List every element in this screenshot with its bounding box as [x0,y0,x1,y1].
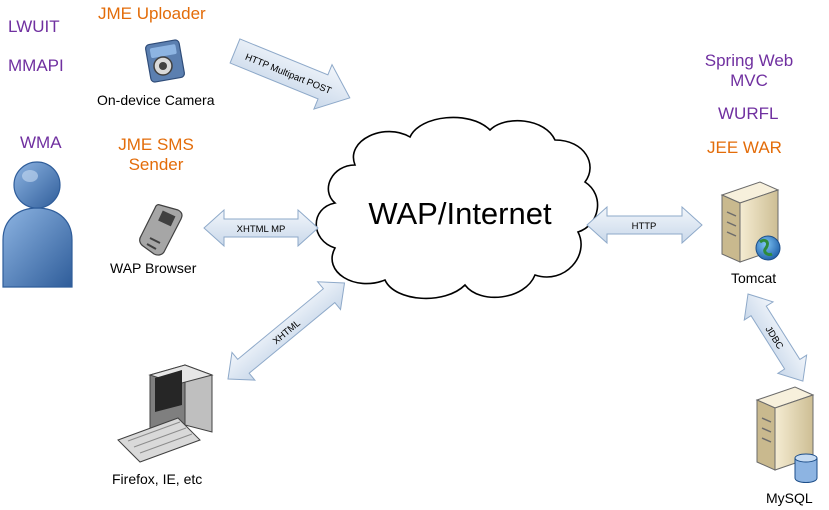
arrow-http-multipart: HTTP Multipart POST [229,38,351,110]
label-on-device-camera: On-device Camera [97,92,215,108]
arrow-http: HTTP [586,205,703,245]
camera-icon [144,39,186,83]
globe-icon [755,235,781,261]
arrow-xhtml: XHTML [227,281,346,381]
arrow-label-xhtml-mp: XHTML MP [237,224,286,235]
phone-icon [139,204,183,256]
cloud-label-wap-internet: WAP/Internet [368,196,552,231]
label-spring-line1: Spring Web [704,51,794,70]
label-wurfl: WURFL [718,104,779,123]
database-icon [794,453,818,483]
label-spring-web-mvc: Spring Web MVC [690,51,808,91]
label-mmapi: MMAPI [8,56,64,75]
label-wap-browser: WAP Browser [110,260,197,276]
arrow-jdbc: JDBC [743,293,808,382]
label-jme-sms-sender-line2: Sender [128,155,184,174]
label-jee-war: JEE WAR [707,138,782,157]
arrow-label-http: HTTP [632,221,657,232]
label-jme-sms-sender: JME SMS Sender [108,135,204,175]
label-firefox-ie: Firefox, IE, etc [112,471,203,487]
person-icon [2,161,73,288]
desktop-computer-icon [117,364,214,463]
label-tomcat: Tomcat [731,270,777,286]
label-mysql: MySQL [766,490,813,506]
label-wma: WMA [20,133,62,152]
server-icon-mysql [755,386,815,471]
label-jme-sms-sender-line1: JME SMS [118,135,194,154]
cloud-shape [315,116,599,300]
label-spring-line2: MVC [730,71,768,90]
arrow-xhtml-mp: XHTML MP [203,208,319,248]
label-lwuit: LWUIT [8,17,60,36]
label-jme-uploader: JME Uploader [98,4,206,23]
